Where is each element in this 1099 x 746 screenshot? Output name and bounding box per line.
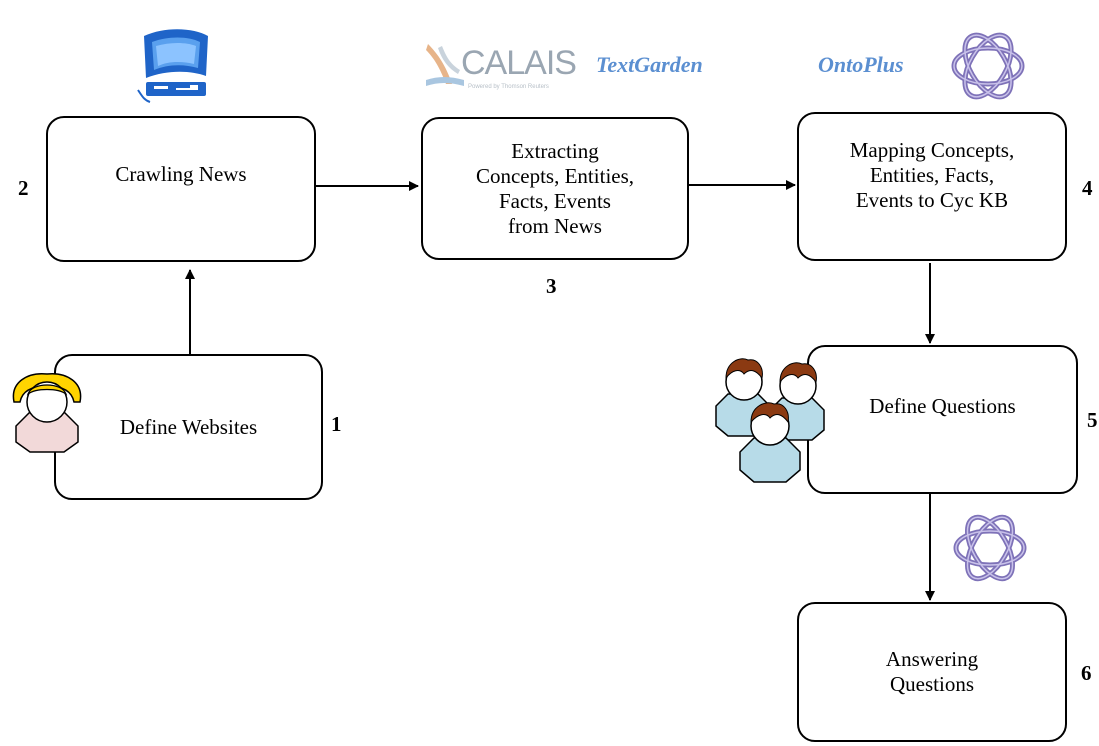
- ontoplus-label: OntoPlus: [818, 52, 904, 77]
- calais-swoosh-icon: [426, 44, 464, 86]
- step-number-1: 1: [331, 412, 342, 436]
- users-group-icon: [715, 358, 825, 483]
- cyc-knot-icon: [951, 32, 1025, 100]
- cyc-knot-icon: [953, 514, 1027, 582]
- step-number-2: 2: [18, 176, 29, 200]
- step-box-define-questions: Define Questions: [807, 345, 1078, 494]
- step-label: Crawling News: [115, 162, 247, 186]
- step-label: Extracting Concepts, Entities, Facts, Ev…: [475, 138, 635, 238]
- step-label: Define Websites: [119, 414, 258, 439]
- textgarden-label: TextGarden: [596, 52, 703, 77]
- step-box-crawling-news: Crawling News: [46, 116, 316, 262]
- step-label: Answering Questions: [885, 647, 979, 696]
- step-box-mapping: Mapping Concepts, Entities, Facts, Event…: [797, 112, 1067, 261]
- user-icon: [12, 373, 82, 453]
- step-label: Mapping Concepts, Entities, Facts, Event…: [849, 138, 1015, 212]
- step-number-5: 5: [1087, 408, 1098, 432]
- step-box-extracting: Extracting Concepts, Entities, Facts, Ev…: [421, 117, 689, 260]
- calais-logo-subtitle: Powered by Thomson Reuters: [468, 84, 549, 90]
- step-box-answering-questions: Answering Questions: [797, 602, 1067, 742]
- step-box-define-websites: Define Websites: [54, 354, 323, 500]
- calais-logo: CALAIS: [461, 44, 577, 82]
- computer-icon: [137, 29, 208, 103]
- step-number-3: 3: [546, 274, 557, 298]
- step-label: Define Questions: [869, 394, 1016, 418]
- step-number-6: 6: [1081, 661, 1092, 685]
- step-number-4: 4: [1082, 176, 1093, 200]
